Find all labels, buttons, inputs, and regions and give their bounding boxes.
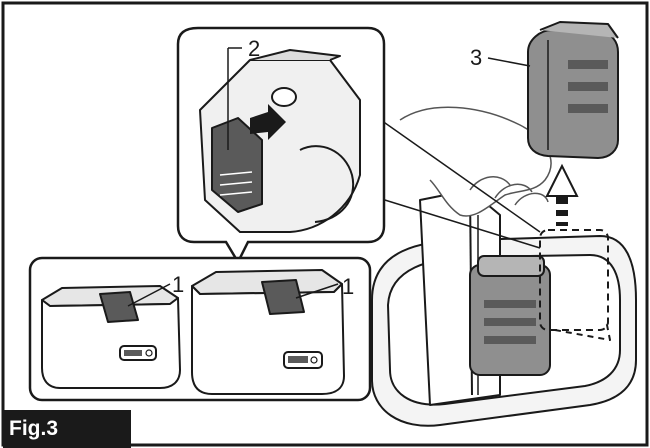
callout-label-3: 3 [470,45,482,70]
callout-leader-1-left [127,283,171,307]
zoom-line-lower [371,195,541,249]
battery-ghost-dashed [539,229,609,331]
mounted-battery-top [477,255,545,277]
removed-battery-rib-2 [568,82,608,91]
detail-push-arrow [250,104,286,140]
battery-left-body [41,297,181,389]
battery-right-gauge-button [310,356,318,364]
callout-label-2: 2 [248,36,260,61]
mounted-battery-ribs-2 [484,318,536,326]
battery-right-gauge-led [288,356,308,363]
removed-battery-rib-3 [568,104,608,113]
battery-right [191,269,345,395]
battery-right-latch [261,279,305,315]
callout-label-1-left: 1 [172,272,184,297]
battery-left-gauge-led [124,350,142,356]
detail-button [271,87,297,107]
removed-battery [527,21,619,159]
figure-caption: Fig.3 [3,410,131,448]
detail-latch [211,117,263,213]
remove-direction-arrow [545,163,579,226]
hand-outline [399,106,552,217]
slide-path-dashed [554,319,611,341]
removed-battery-rib-1 [568,60,608,69]
battery-left [41,285,181,389]
removed-battery-top [539,21,619,39]
tool-base-scene [371,106,637,427]
mounted-battery-ribs [484,300,536,308]
callout-leader-3 [487,57,531,67]
detail-battery-top [249,49,341,61]
zoom-line-upper [377,117,541,233]
detail-bubble [176,26,386,265]
mounted-battery-ribs-3 [484,336,536,344]
callout-label-1-right: 1 [342,274,354,299]
detail-tool-body [299,145,355,223]
battery-left-latch [99,291,139,323]
hand-fingers [469,176,549,206]
detail-latch-grip [219,171,253,196]
callout-leader-1-right [295,283,339,299]
removed-battery-body [527,29,619,159]
battery-left-gauge-button [145,349,153,357]
